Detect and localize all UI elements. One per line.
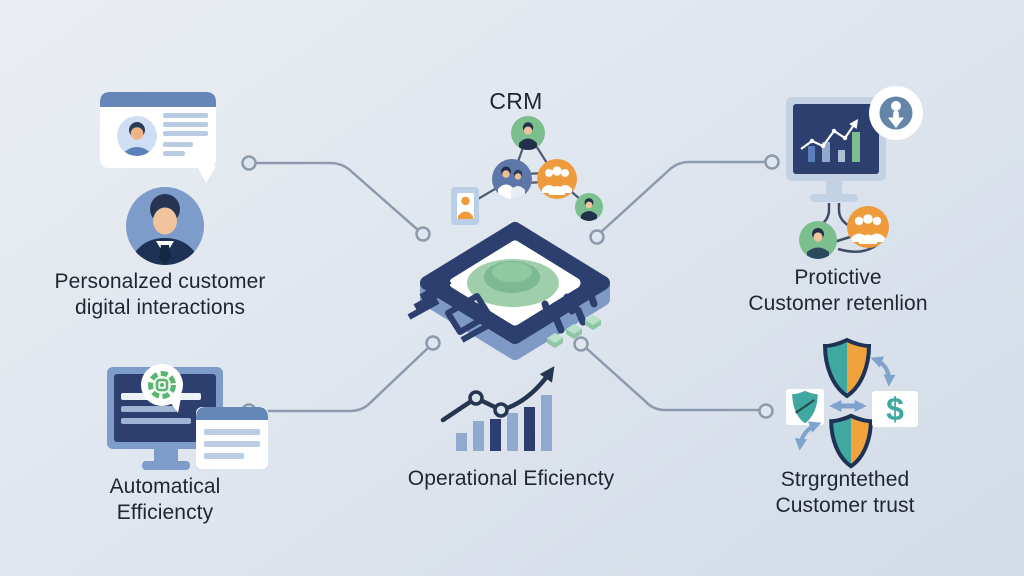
customer-node-green (799, 221, 837, 259)
label-line: Customer trust (775, 494, 915, 517)
profile-card-icon (100, 92, 216, 183)
dollar-sign: $ (886, 391, 904, 427)
label-line: Strgrgntethed (780, 468, 910, 491)
label-customer-trust: Strgrgntethed Customer trust (735, 467, 955, 519)
automation-monitor-icon (107, 364, 268, 470)
label-line: Protictive (794, 266, 882, 289)
label-line: Operational Eficiencty (407, 467, 615, 490)
network-node-green-small (575, 193, 603, 221)
crm-title: CRM (489, 88, 543, 114)
notes-card-icon (196, 407, 268, 469)
customer-node-orange-group (847, 206, 889, 248)
shield-icon (829, 413, 873, 469)
label-line: Automatical (109, 475, 221, 498)
green-cube-pins (547, 315, 601, 348)
label-operational-efficiency: Operational Eficiencty (371, 466, 651, 492)
label-line: digital interactions (74, 296, 246, 319)
network-node-green-top (511, 116, 545, 150)
gem-shield-icon (786, 389, 824, 425)
analytics-monitor-icon (786, 86, 923, 259)
dollar-icon: $ (872, 391, 918, 427)
crm-network-diagram (451, 116, 603, 225)
gear-bubble-icon (141, 364, 183, 413)
label-personalized-interactions: Personalzed customer digital interaction… (35, 269, 285, 321)
trust-icons: $ (786, 337, 918, 469)
label-line: Customer retenlion (748, 292, 928, 315)
businessman-avatar (126, 187, 204, 265)
shield-icon (822, 337, 872, 399)
network-node-orange-group (537, 159, 577, 199)
label-line: Efficiencty (116, 501, 214, 524)
growth-chart-icon (440, 366, 555, 451)
label-customer-retention: Protictive Customer retenlion (713, 265, 963, 317)
exchange-arrows (795, 356, 896, 451)
download-person-badge-icon (869, 86, 923, 140)
label-automation-efficiency: Automatical Efficiencty (55, 474, 275, 526)
connector-lines (241, 154, 780, 419)
network-node-contact-card (451, 187, 479, 225)
label-line: Personalzed customer (54, 270, 266, 293)
cpu-chip-icon (407, 222, 610, 360)
network-node-blue-pair (492, 159, 532, 199)
